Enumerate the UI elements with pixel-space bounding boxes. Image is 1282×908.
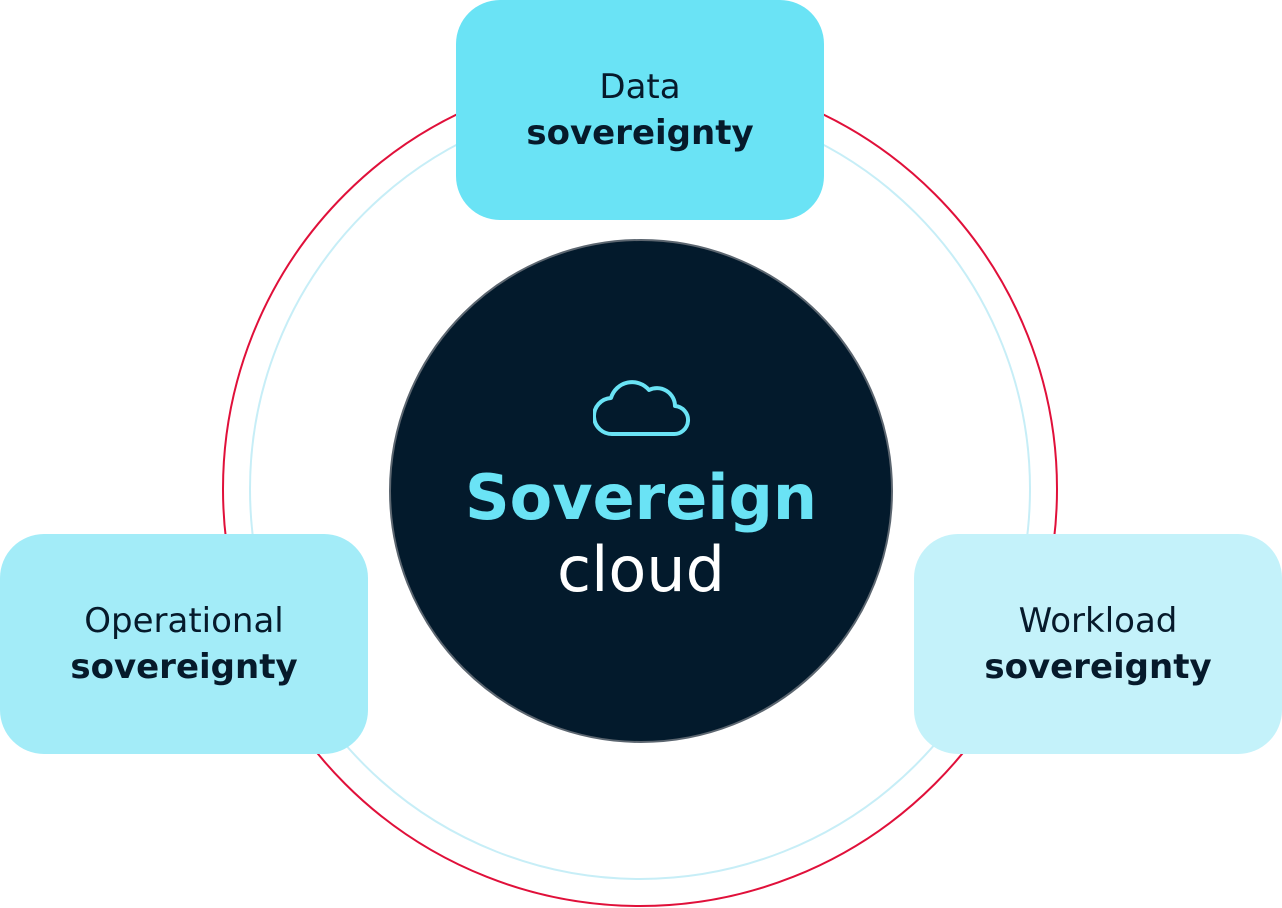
node-label-line2: sovereignty	[526, 113, 754, 153]
center-circle	[389, 239, 893, 743]
node-workload-sovereignty: Workload sovereignty	[914, 534, 1282, 754]
node-label-line2: sovereignty	[984, 647, 1212, 687]
node-label-line1: Data	[599, 67, 681, 107]
center-title: Sovereign	[464, 461, 818, 534]
node-label-line1: Operational	[84, 601, 284, 641]
node-operational-sovereignty: Operational sovereignty	[0, 534, 368, 754]
center-subtitle: cloud	[557, 533, 725, 606]
cloud-icon	[593, 380, 691, 437]
node-label-line2: sovereignty	[70, 647, 298, 687]
node-data-sovereignty: Data sovereignty	[456, 0, 824, 220]
node-label-line1: Workload	[1018, 601, 1178, 641]
